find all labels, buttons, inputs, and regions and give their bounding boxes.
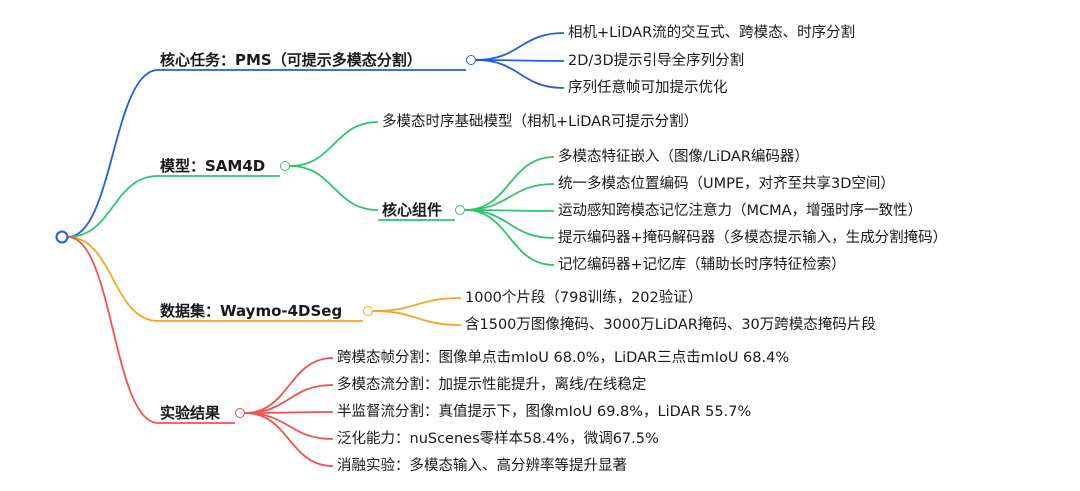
branch-core-task-label[interactable]: 核心任务：PMS（可提示多模态分割） — [160, 51, 422, 69]
core-components-dot[interactable] — [455, 205, 465, 215]
component-item: 运动感知跨模态记忆注意力（MCMA，增强时序一致性） — [558, 203, 923, 219]
edge-component-item — [464, 209, 555, 266]
results-item: 泛化能力：nuScenes零样本58.4%，微调67.5% — [337, 431, 659, 447]
results-item: 多模态流分割：加提示性能提升，离线/在线稳定 — [337, 377, 647, 393]
branch-model-dot[interactable] — [280, 161, 290, 171]
edge-core-task-item — [475, 59, 565, 89]
branch-core-task-dot[interactable] — [466, 55, 476, 65]
branch-results-dot[interactable] — [235, 408, 245, 418]
edge-component-item — [464, 156, 555, 211]
component-item: 记忆编码器+记忆库（辅助长时序特征检索） — [558, 257, 846, 273]
edge-root-model — [67, 175, 159, 238]
edge-dataset-item — [372, 310, 462, 326]
edge-root-dataset — [67, 236, 159, 322]
edge-results-item — [244, 411, 334, 414]
dataset-item: 1000个片段（798训练，202验证） — [465, 290, 703, 306]
component-item: 统一多模态位置编码（UMPE，对齐至共享3D空间） — [558, 176, 895, 192]
edge-results-item — [244, 412, 334, 440]
results-item: 半监督流分割：真值提示下，图像mIoU 69.8%，LiDAR 55.7% — [337, 404, 752, 420]
dataset-item: 含1500万图像掩码、3000万LiDAR掩码、30万跨模态掩码片段 — [465, 317, 876, 333]
results-item: 跨模态帧分割：图像单点击mIoU 68.0%，LiDAR三点击mIoU 68.4… — [337, 350, 790, 366]
branch-model-label[interactable]: 模型：SAM4D — [160, 157, 266, 175]
edge-core-task-item — [475, 32, 565, 61]
branch-dataset-dot[interactable] — [363, 306, 373, 316]
root-node-dot[interactable] — [55, 230, 69, 244]
edge-component-item — [464, 209, 555, 239]
edge-results-item — [244, 412, 334, 467]
branch-results-label[interactable]: 实验结果 — [160, 404, 221, 422]
edge-model-description — [289, 121, 379, 167]
model-description: 多模态时序基础模型（相机+LiDAR可提示分割） — [382, 114, 699, 130]
edge-results-item — [244, 384, 334, 414]
edge-component-item — [464, 183, 555, 211]
edge-results-item — [244, 357, 334, 414]
core-task-item: 2D/3D提示引导全序列分割 — [568, 53, 745, 69]
core-components-label[interactable]: 核心组件 — [382, 201, 443, 219]
core-task-item: 相机+LiDAR流的交互式、跨模态、时序分割 — [568, 25, 856, 41]
branch-dataset-label[interactable]: 数据集：Waymo-4DSeg — [160, 302, 343, 320]
core-task-item: 序列任意帧可加提示优化 — [568, 80, 728, 96]
edge-root-results — [67, 236, 159, 424]
edge-root-core-task — [67, 69, 159, 238]
edge-dataset-item — [372, 297, 462, 312]
component-item: 多模态特征嵌入（图像/LiDAR编码器） — [558, 149, 809, 165]
results-item: 消融实验：多模态输入、高分辨率等提升显著 — [337, 458, 627, 474]
edge-model-core-components — [289, 165, 379, 211]
component-item: 提示编码器+掩码解码器（多模态提示输入，生成分割掩码） — [558, 230, 948, 246]
